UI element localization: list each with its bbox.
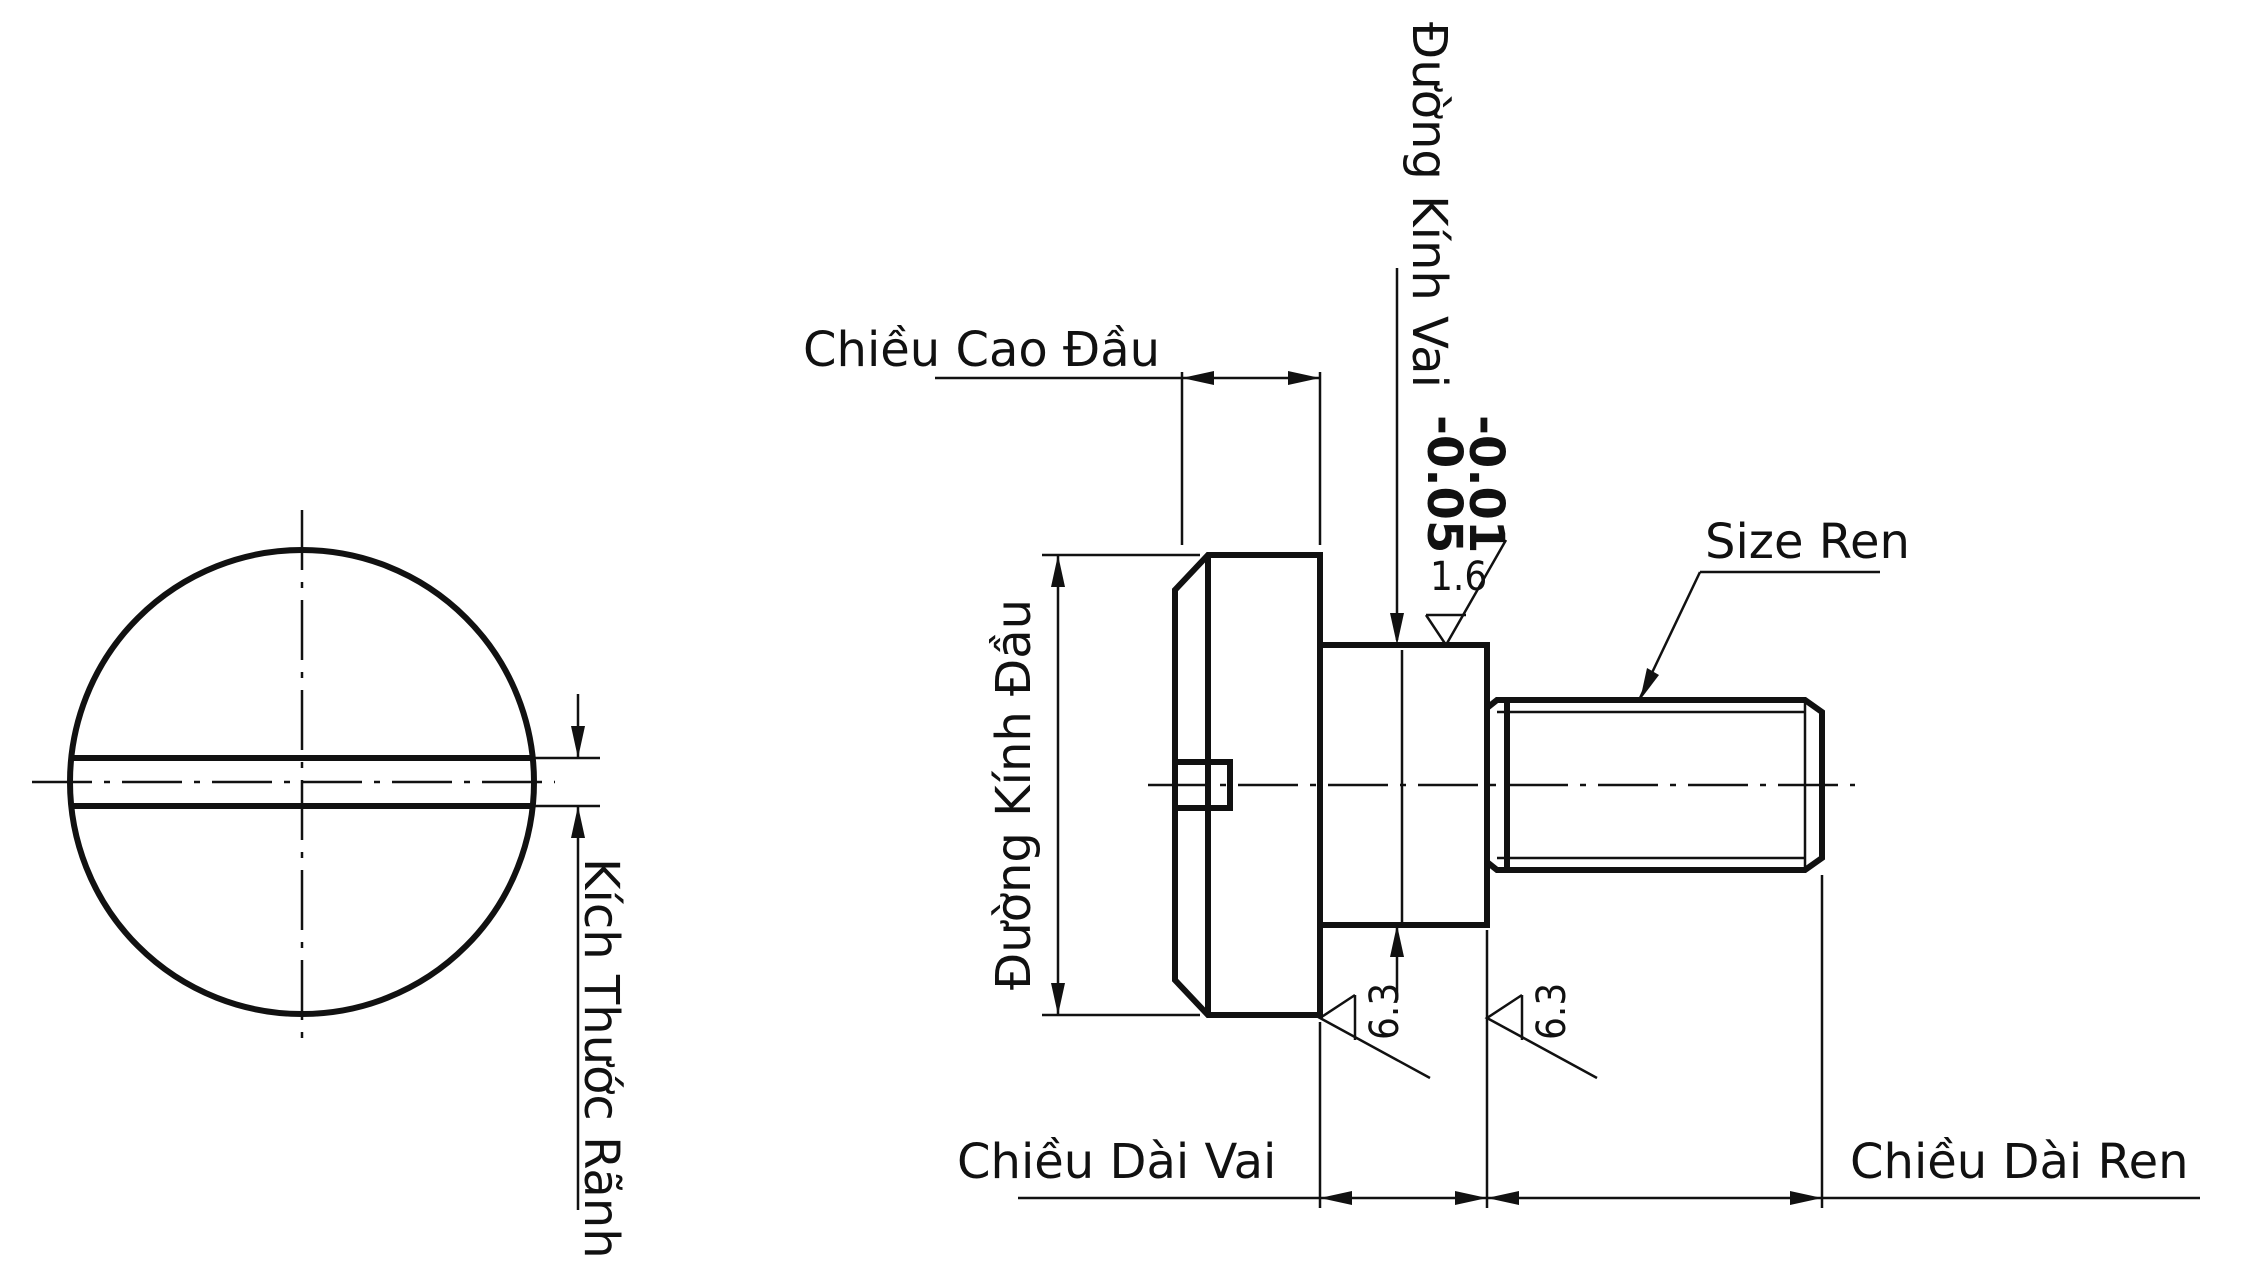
roughness-symbol-shoulder: 1.6 <box>1424 539 1508 648</box>
slot-width-label: Kích Thước Rãnh <box>573 858 629 1259</box>
end-view: Kích Thước Rãnh <box>32 510 629 1259</box>
head-slot-notch <box>1175 759 1233 811</box>
thread-size-callout: Size Ren <box>1638 514 1910 700</box>
thread-length-label: Chiều Dài Ren <box>1850 1134 2189 1190</box>
tolerance-upper: -0.01 <box>1458 415 1514 553</box>
head-diameter-label: Đường Kính Đầu <box>986 599 1042 990</box>
roughness-check-head <box>1317 993 1431 1080</box>
shoulder-diameter-arrow-bottom <box>1390 925 1404 957</box>
thread-size-label: Size Ren <box>1705 514 1910 570</box>
thread-outline <box>1484 697 1825 873</box>
shoulder-diameter-dimension: Đường Kính Vai -0.01 -0.05 <box>1390 22 1514 1000</box>
roughness-symbol-head: 6.3 <box>1317 983 1431 1080</box>
head-diameter-dimension: Đường Kính Đầu <box>986 553 1200 1017</box>
shoulder-diameter-arrow-top <box>1390 613 1404 645</box>
slot-arrow-bottom <box>571 806 585 838</box>
thread-length-arrow-right <box>1790 1191 1822 1205</box>
roughness-value-thread: 6.3 <box>1529 983 1575 1040</box>
head-height-arrow-left <box>1182 371 1214 385</box>
shoulder-length-arrow-left <box>1320 1191 1352 1205</box>
roughness-value-head: 6.3 <box>1362 983 1408 1040</box>
head-diameter-arrow-top <box>1051 555 1065 587</box>
roughness-check-shoulder <box>1424 539 1508 648</box>
head-diameter-arrow-bottom <box>1051 983 1065 1015</box>
thread-size-arrow <box>1640 668 1659 700</box>
head-height-label: Chiều Cao Đầu <box>803 322 1160 378</box>
length-dimensions: Chiều Dài Vai Chiều Dài Ren <box>957 875 2200 1208</box>
shoulder-length-arrow-right <box>1455 1191 1487 1205</box>
roughness-value-shoulder: 1.6 <box>1430 554 1487 600</box>
tolerance-lower: -0.05 <box>1416 415 1472 553</box>
shoulder-length-label: Chiều Dài Vai <box>957 1134 1276 1190</box>
head-height-arrow-right <box>1288 371 1320 385</box>
roughness-symbol-thread: 6.3 <box>1484 983 1598 1080</box>
thread-length-arrow-left <box>1487 1191 1519 1205</box>
head-height-dimension: Chiều Cao Đầu <box>803 322 1322 545</box>
side-view <box>1148 552 1855 1018</box>
slot-arrow-top <box>571 726 585 758</box>
shoulder-diameter-label: Đường Kính Vai <box>1401 22 1457 388</box>
